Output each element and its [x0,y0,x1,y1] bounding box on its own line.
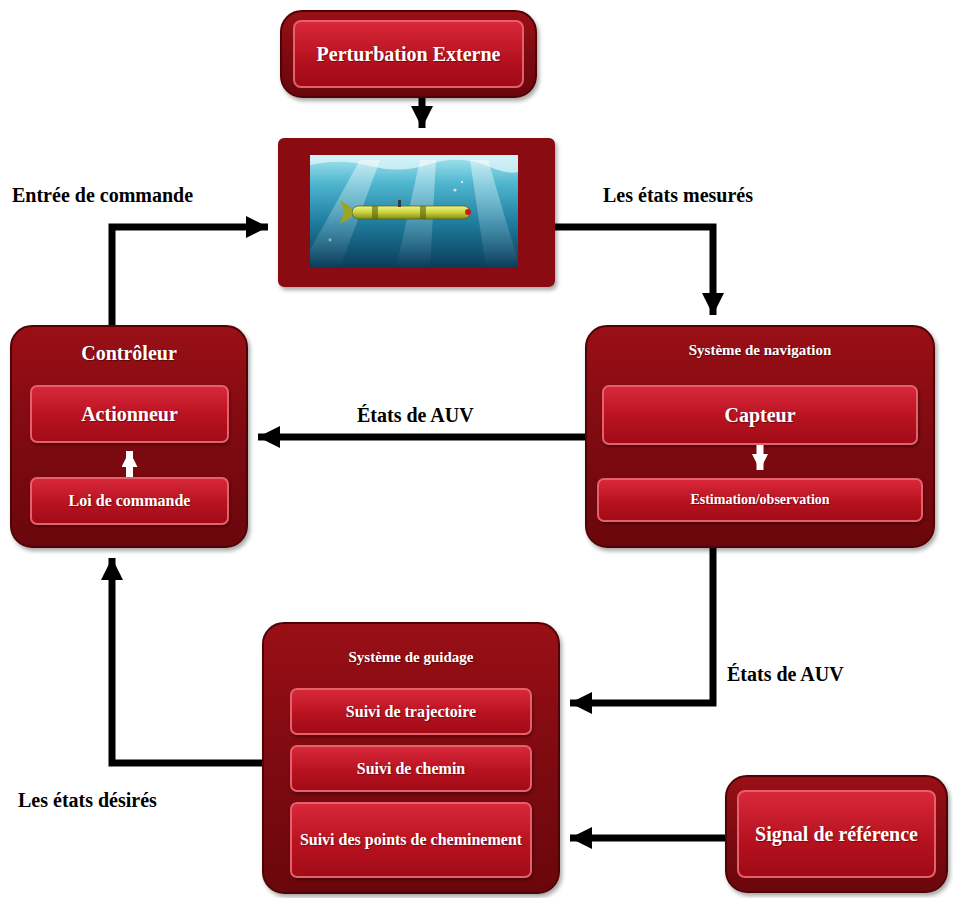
group-title: Système de guidage [264,624,558,666]
signal-arrow [112,227,268,325]
group-title: Contrôleur [12,327,246,365]
control-law-box: Loi de commande [30,477,229,525]
box-label: Suivi de chemin [357,759,465,778]
signal-arrow [570,548,713,703]
light-ray [470,160,518,268]
connector-label: Les états mesurés [603,183,753,207]
box-label: Actionneur [81,402,178,426]
connector-label: Entrée de commande [12,183,193,207]
signal-arrow [258,434,585,441]
signal-arrow [419,98,426,128]
inner-arrow [126,451,133,477]
sensor-box: Capteur [602,385,918,445]
group-title: Système de navigation [587,327,933,359]
connector-label: États de AUV [727,662,844,686]
path-box: Suivi de chemin [290,745,532,792]
connector-label: États de AUV [357,403,474,427]
actuator-box: Actionneur [30,385,229,443]
estimation-box: Estimation/observation [597,478,923,522]
disturbance-box: Perturbation Externe [280,10,537,98]
signal-arrow [555,227,713,315]
signal-arrow [112,558,262,763]
auv-picture-box [278,138,555,287]
guidance-box: Suivi de trajectoireSuivi de cheminSuivi… [262,622,560,894]
signal-arrow [570,835,725,842]
controller-box: ActionneurLoi de commande Contrôleur [10,325,248,548]
box-label: Suivi de trajectoire [346,702,476,721]
auv-vehicle [340,200,471,224]
box-label: Loi de commande [69,491,191,510]
box-label: Suivi des points de cheminement [300,830,522,849]
trajectory-box: Suivi de trajectoire [290,688,532,735]
box-label: Estimation/observation [690,492,829,509]
inner-arrow [757,445,764,470]
reference-box: Signal de référence [725,775,948,893]
connector-label: Les états désirés [18,788,157,812]
box-label: Signal de référence [737,790,936,878]
box-label: Perturbation Externe [293,20,524,88]
box-label: Capteur [724,403,795,427]
navigation-box: CapteurEstimation/observation Système de … [585,325,935,548]
waypoint-box: Suivi des points de cheminement [290,802,532,878]
